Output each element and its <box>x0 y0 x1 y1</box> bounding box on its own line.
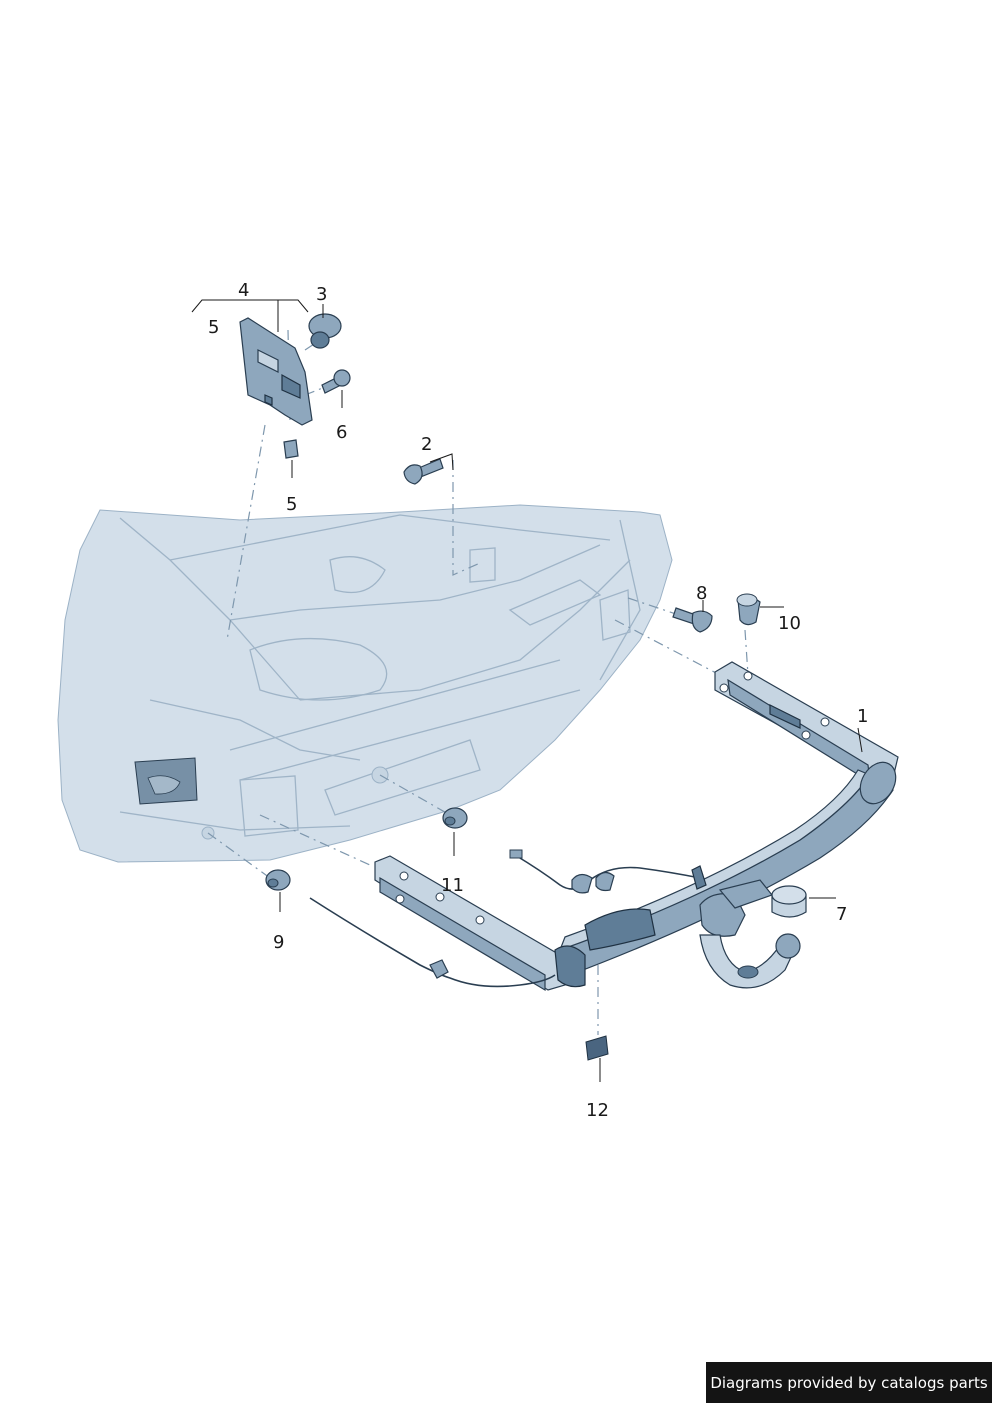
callout-labels: 1 2 3 4 5 5 6 7 8 9 10 11 12 <box>208 280 868 1121</box>
cap-part-10 <box>736 593 761 626</box>
bolt-part-8 <box>672 607 713 633</box>
vehicle-rear-body <box>57 504 673 863</box>
clip-part-5 <box>283 439 299 459</box>
mounting-bracket-part-4 <box>239 317 313 426</box>
footer-credit-text: Diagrams provided by catalogs parts <box>710 1373 988 1392</box>
assembly-guide-lines <box>207 329 749 1035</box>
callout-8: 8 <box>696 583 707 604</box>
callout-11: 11 <box>441 875 464 896</box>
bolt-part-6 <box>321 369 351 394</box>
callout-1: 1 <box>857 706 868 727</box>
tow-ball-assembly <box>584 879 801 989</box>
wiring-harness <box>309 849 707 988</box>
callout-5-upper: 5 <box>208 317 219 338</box>
callout-5-lower: 5 <box>286 494 297 515</box>
callout-10: 10 <box>778 613 801 634</box>
callout-6: 6 <box>336 422 347 443</box>
callout-3: 3 <box>316 284 327 305</box>
callout-2: 2 <box>421 434 432 455</box>
footer-credit-badge: Diagrams provided by catalogs parts <box>706 1362 992 1403</box>
callout-leaders <box>191 299 863 1082</box>
cover-part-7 <box>771 885 807 918</box>
callout-12: 12 <box>586 1100 609 1121</box>
callout-9: 9 <box>273 932 284 953</box>
callout-4: 4 <box>238 280 249 301</box>
pad-part-12 <box>585 1035 609 1061</box>
grommet-part-11 <box>442 807 468 829</box>
grommet-part-9 <box>265 869 291 891</box>
nut-part-3 <box>308 313 342 349</box>
callout-7: 7 <box>836 904 847 925</box>
bolt-part-2 <box>403 458 444 485</box>
